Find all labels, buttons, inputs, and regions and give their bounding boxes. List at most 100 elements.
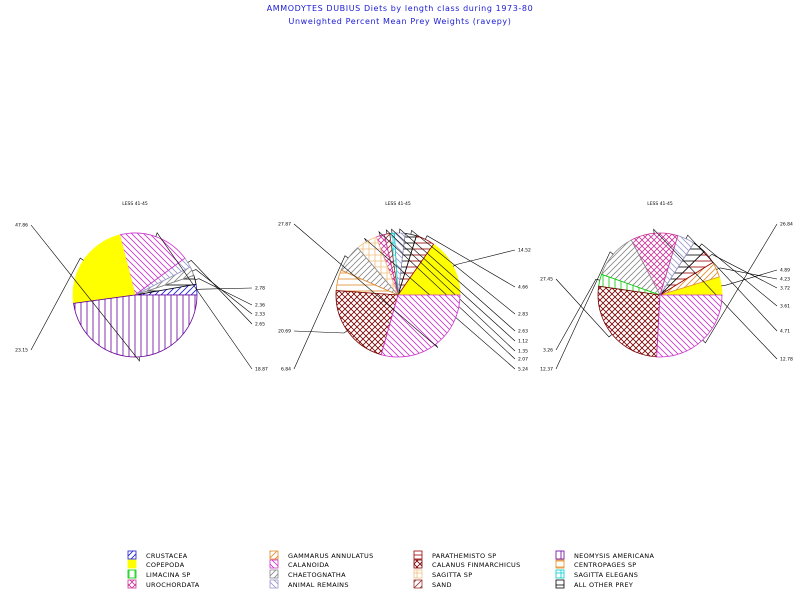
- legend-item: NEOMYSIS AMERICANA: [555, 550, 654, 560]
- legend-swatch: [127, 559, 137, 569]
- slice-label: 27.45: [540, 277, 553, 283]
- leader-line: [708, 253, 778, 289]
- leader-line: [385, 229, 516, 352]
- legend-swatch: [269, 550, 279, 560]
- leader-line: [721, 269, 778, 287]
- slice-label: 4.71: [780, 329, 790, 335]
- legend-swatch: [127, 569, 137, 579]
- pie-chart-3: LESS 41-454.894.233.723.614.7112.7812.37…: [540, 201, 793, 373]
- leader-line: [30, 224, 140, 362]
- leader-line: [293, 330, 348, 334]
- leader-line: [399, 228, 516, 332]
- legend-item: CRUSTACEA: [127, 550, 188, 560]
- leader-line: [702, 223, 778, 344]
- legend-item: CHAETOGNATHA: [269, 569, 346, 579]
- legend-swatch: [269, 569, 279, 579]
- slice-label: 2.36: [255, 303, 265, 309]
- legend-item: LIMACINA SP: [127, 569, 191, 579]
- slice-label: 26.84: [780, 222, 793, 228]
- slice-label: 1.35: [518, 349, 528, 355]
- leader-line: [155, 232, 253, 370]
- legend-label: CRUSTACEA: [146, 552, 188, 560]
- leader-line: [195, 278, 253, 306]
- slice-label: 2.07: [518, 357, 528, 363]
- slice-label: 47.86: [15, 223, 28, 229]
- slice-label: 23.15: [15, 348, 28, 354]
- legend-swatch: [269, 559, 279, 569]
- legend-item: GAMMARUS ANNULATUS: [269, 550, 373, 560]
- slice-label: 2.65: [255, 322, 265, 328]
- legend-label: SAGITTA ELEGANS: [574, 571, 638, 579]
- leader-line: [555, 251, 614, 370]
- legend-swatch: [127, 579, 137, 589]
- legend-item: SAND: [413, 579, 452, 589]
- legend-label: ANIMAL REMAINS: [288, 581, 349, 589]
- legend-label: CALANOIDA: [288, 561, 329, 569]
- leader-line: [196, 287, 253, 290]
- legend-item: CENTROPAGES SP: [555, 559, 636, 569]
- pie-title: LESS 41-45: [122, 201, 148, 207]
- pie-slice: [597, 285, 661, 358]
- slice-label: 2.33: [255, 312, 265, 318]
- slice-label: 4.23: [780, 277, 790, 283]
- legend-label: CHAETOGNATHA: [288, 571, 346, 579]
- legend-item: COPEPODA: [127, 559, 185, 569]
- slice-label: 2.63: [518, 329, 528, 335]
- legend-label: CALANUS FINMARCHICUS: [432, 561, 521, 569]
- legend-item: ALL OTHER PREY: [555, 579, 633, 589]
- slice-label: 6.84: [281, 367, 291, 373]
- legend-label: SAND: [432, 581, 452, 589]
- slice-label: 18.87: [255, 367, 268, 373]
- slice-label: 5.24: [518, 367, 528, 373]
- legend-swatch: [413, 579, 423, 589]
- legend-item: CALANUS FINMARCHICUS: [413, 559, 521, 569]
- slice-label: 3.72: [780, 286, 790, 292]
- leader-line: [293, 255, 349, 370]
- slice-label: 14.52: [518, 248, 531, 254]
- leader-line: [30, 257, 84, 351]
- legend-label: UROCHORDATA: [146, 581, 200, 589]
- legend-label: ALL OTHER PREY: [574, 581, 633, 589]
- pie-chart-2: LESS 41-4514.524.662.832.631.121.352.075…: [278, 201, 531, 373]
- slice-label: 2.83: [518, 312, 528, 318]
- leader-line: [555, 278, 613, 338]
- legend-swatch: [555, 579, 565, 589]
- legend-item: ANIMAL REMAINS: [269, 579, 349, 589]
- leader-line: [192, 269, 253, 315]
- slice-label: 4.66: [518, 285, 528, 291]
- legend-swatch: [555, 559, 565, 569]
- legend-label: PARATHEMISTO SP: [432, 552, 496, 560]
- leader-line: [685, 234, 778, 332]
- legend-item: SAGITTA SP: [413, 569, 472, 579]
- legend-label: COPEPODA: [146, 561, 185, 569]
- legend-label: SAGITTA SP: [432, 571, 472, 579]
- pie-slice: [73, 294, 198, 358]
- leader-line: [391, 228, 516, 342]
- slice-label: 4.89: [780, 268, 790, 274]
- legend-label: NEOMYSIS AMERICANA: [574, 552, 654, 560]
- pie-slice: [335, 290, 399, 356]
- chart-title: AMMODYTES DUBIUS Diets by length class d…: [266, 4, 534, 13]
- leader-line: [410, 229, 516, 315]
- legend-label: LIMACINA SP: [146, 571, 191, 579]
- pie-chart-1: LESS 41-45 2.78 2.36 2.33 2.65 18.87 23.15 47.8…: [15, 201, 268, 373]
- legend-swatch: [555, 569, 565, 579]
- slice-label: 12.37: [540, 367, 553, 373]
- legend-item: SAGITTA ELEGANS: [555, 569, 638, 579]
- leader-line: [187, 260, 253, 325]
- legend-swatch: [127, 550, 137, 560]
- leader-line: [452, 249, 516, 267]
- slice-label: 12.78: [780, 357, 793, 363]
- slice-label: 2.78: [255, 286, 265, 292]
- pie-slice: [656, 294, 723, 358]
- legend-item: PARATHEMISTO SP: [413, 550, 496, 560]
- leader-line: [555, 278, 600, 351]
- leader-line: [364, 237, 516, 370]
- legend-swatch: [555, 550, 565, 560]
- legend-item: CALANOIDA: [269, 559, 329, 569]
- slice-label: 3.26: [543, 348, 553, 354]
- legend-swatch: [269, 579, 279, 589]
- leader-line: [653, 228, 778, 360]
